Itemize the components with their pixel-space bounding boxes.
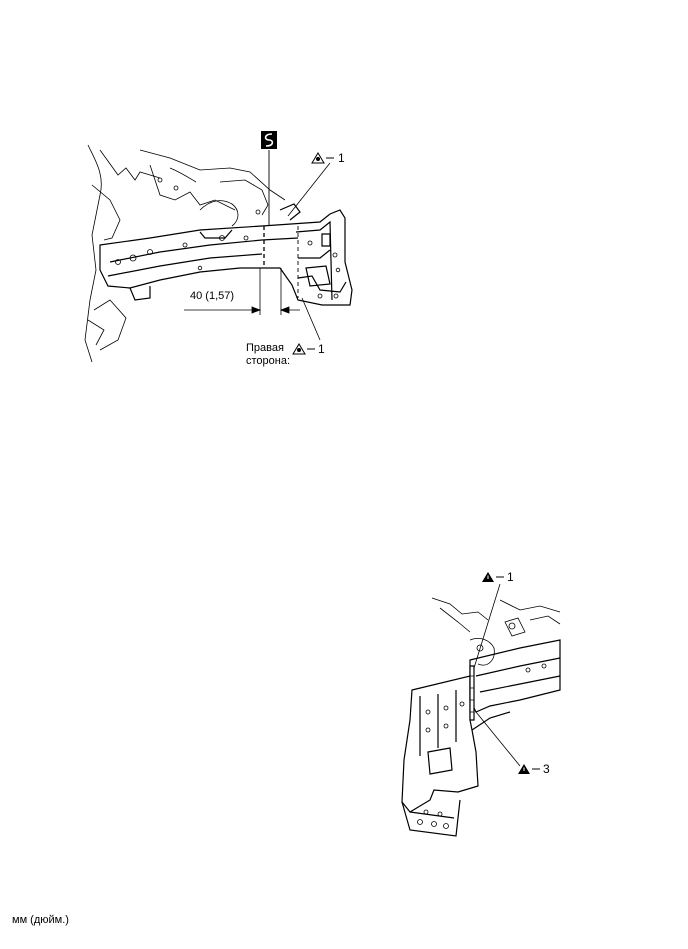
bottom-holes bbox=[417, 622, 547, 829]
callout-number-bottom-upper: 1 bbox=[507, 570, 514, 584]
weld-strip bbox=[469, 665, 475, 721]
weld-symbol-icon-top bbox=[311, 152, 334, 164]
rail-holes bbox=[115, 177, 341, 299]
bottom-side-member bbox=[401, 639, 561, 837]
callout-number-top-right: 1 bbox=[338, 151, 345, 165]
callout-number-bottom-lower: 3 bbox=[543, 762, 550, 776]
leader-bottom-lower bbox=[475, 711, 521, 767]
callout-right-side-line2: сторона: bbox=[246, 355, 291, 367]
units-footer: мм (дюйм.) bbox=[12, 914, 69, 926]
front-side-member bbox=[99, 203, 353, 306]
callout-right-side-line1: Правая bbox=[246, 342, 284, 354]
weld-warning-icon-upper bbox=[482, 572, 504, 582]
top-background-structure bbox=[84, 144, 286, 363]
leader-bottom-upper bbox=[473, 583, 501, 669]
weld-symbol-icon-right-side bbox=[292, 343, 315, 355]
dimension-lines bbox=[184, 268, 300, 315]
weld-warning-icon-lower bbox=[518, 764, 540, 774]
leader-right-side bbox=[301, 297, 321, 341]
callout-number-right-side: 1 bbox=[318, 342, 325, 356]
section-symbol-icon bbox=[261, 131, 277, 149]
bottom-figure bbox=[401, 583, 561, 837]
dimension-label: 40 (1,57) bbox=[190, 290, 235, 302]
top-figure bbox=[84, 144, 353, 363]
leader-top bbox=[287, 162, 331, 217]
bottom-background-structure bbox=[431, 597, 561, 666]
